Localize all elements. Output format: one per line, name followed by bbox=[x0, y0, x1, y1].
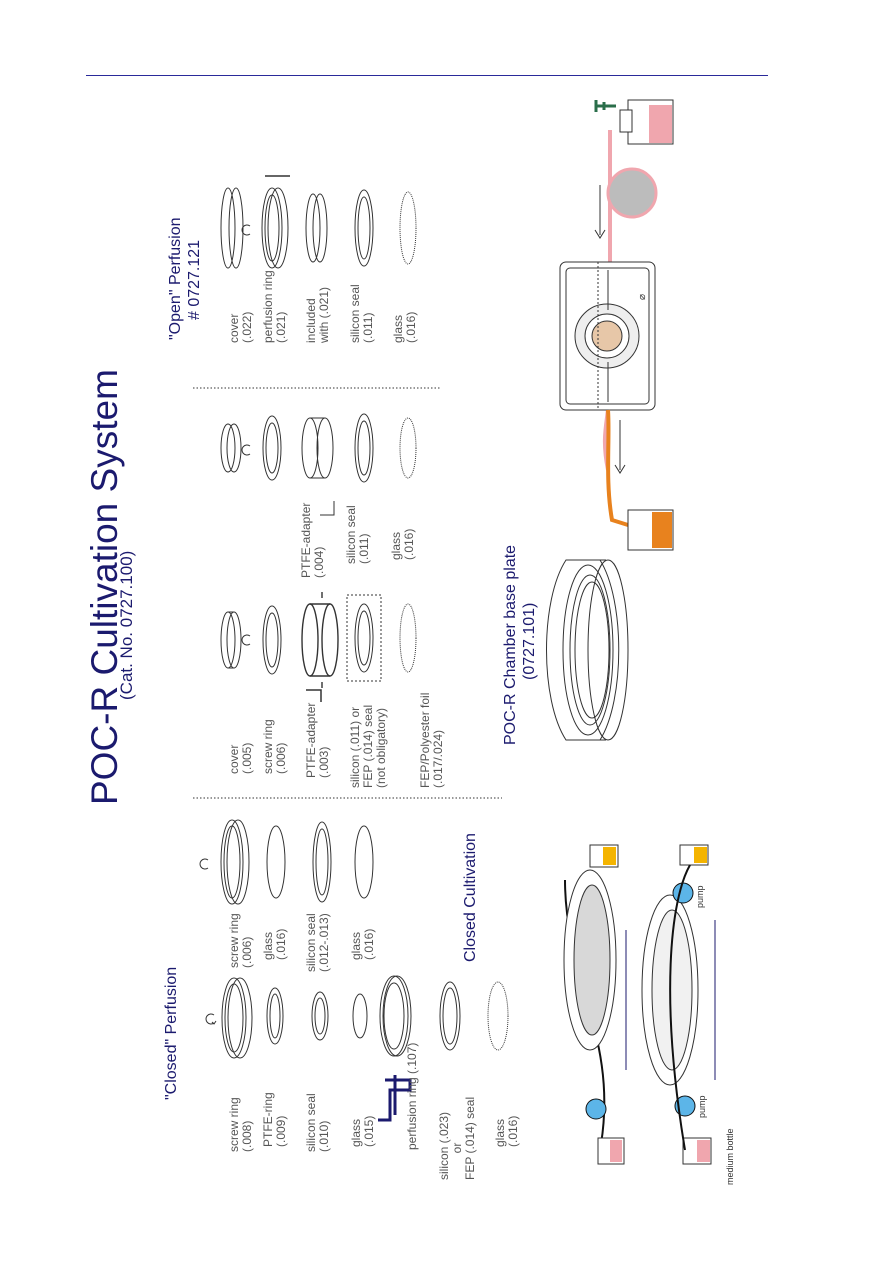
label-silicon-seal-010: silicon seal (.010) bbox=[304, 1093, 331, 1152]
label-silicon-seal-011-open: silicon seal (.011) bbox=[348, 284, 375, 343]
label-perfusion-ring-107: perfusion ring (.107) bbox=[405, 1042, 419, 1150]
optional-seal-box bbox=[346, 594, 382, 682]
seal-011-014-drawing bbox=[354, 603, 374, 673]
label-glass-016-open: glass (.016) bbox=[391, 311, 418, 343]
base-plate-title: POC-R Chamber base plate bbox=[502, 544, 519, 745]
label-seal-011-014: silicon (.011) or FEP (.014) seal (not o… bbox=[348, 704, 388, 788]
label-included-021: included with (.021) bbox=[304, 286, 331, 343]
label-ptfe-adapter-003: PTFE-adapter (.003) bbox=[304, 702, 331, 778]
glass-016-b-drawing bbox=[354, 825, 374, 899]
label-glass-016: glass (.016) bbox=[493, 1115, 520, 1147]
ptfe-column-parts bbox=[220, 413, 417, 516]
silicon-seal-010-drawing bbox=[311, 991, 329, 1041]
middle-column-parts bbox=[220, 592, 417, 702]
ptfe-adapter-003-drawing bbox=[301, 592, 339, 702]
label-glass-016-a: glass (.016) bbox=[261, 928, 288, 960]
screw-ring-006-mid-drawing bbox=[241, 605, 282, 675]
glass-015-drawing bbox=[352, 993, 368, 1039]
glass-016-drawing bbox=[487, 981, 509, 1051]
base-plate-drawing bbox=[546, 559, 629, 741]
label-screw-ring-008: screw ring (.008) bbox=[227, 1097, 254, 1152]
label-ptfe-ring-009: PTFE-ring (.009) bbox=[261, 1092, 288, 1147]
pump-gray bbox=[606, 167, 658, 219]
silicon-seal-023-drawing bbox=[439, 981, 461, 1051]
closed-perfusion-heading: "Closed" Perfusion bbox=[163, 966, 180, 1100]
glass-016-a-drawing bbox=[266, 825, 286, 899]
label-cover-022: cover (.022) bbox=[227, 311, 254, 343]
label-glass-016-b: glass (.016) bbox=[349, 928, 376, 960]
label-pump-bottom: pump bbox=[697, 1095, 707, 1118]
label-pump-top: pump bbox=[695, 885, 705, 908]
closed-cultivation-heading: Closed Cultivation bbox=[462, 833, 479, 962]
closed-cultivation-parts bbox=[199, 819, 374, 905]
closed-cultivation-diagrams bbox=[563, 844, 716, 1165]
label-cover-005: cover (.005) bbox=[227, 742, 254, 774]
ptfe-ring-009-drawing bbox=[266, 987, 284, 1045]
base-plate-number: (0727.101) bbox=[521, 602, 538, 680]
page-subtitle: (Cat. No. 0727.100) bbox=[117, 550, 136, 700]
open-perfusion-flow-diagram bbox=[559, 99, 674, 551]
pump-lower-top bbox=[672, 882, 694, 904]
label-medium-bottle: medium bottle bbox=[725, 1128, 735, 1185]
label-silicon-seal-011: silicon seal (.011) bbox=[344, 505, 371, 564]
label-glass-016-ptfe: glass (.016) bbox=[389, 528, 416, 560]
diameter-symbol: ⌀ bbox=[637, 293, 648, 300]
label-screw-ring-006-mid: screw ring (.006) bbox=[261, 719, 288, 774]
label-silicon-fep-seal: silicon (.023) or FEP (.014) seal bbox=[437, 1096, 477, 1180]
label-perfusion-ring-021: perfusion ring (.021) bbox=[261, 270, 288, 343]
silicon-seal-012-drawing bbox=[312, 821, 332, 903]
label-ptfe-adapter-004: PTFE-adapter (.004) bbox=[299, 502, 326, 578]
open-perfusion-number: # 0727.121 bbox=[186, 239, 203, 320]
header-rule bbox=[86, 75, 768, 76]
foil-017-024-drawing bbox=[399, 603, 417, 673]
label-screw-ring-006: screw ring (.006) bbox=[227, 913, 254, 968]
label-glass-015: glass (.015) bbox=[349, 1115, 376, 1147]
perfusion-ring-107-drawing bbox=[378, 975, 412, 1122]
open-perfusion-parts bbox=[220, 175, 417, 269]
screw-ring-008-drawing bbox=[205, 977, 253, 1059]
label-foil-017-024: FEP/Polyester foil (.017/.024) bbox=[418, 692, 445, 788]
open-perfusion-heading: "Open" Perfusion bbox=[167, 217, 184, 340]
cover-005-drawing bbox=[220, 611, 242, 669]
screw-ring-006-drawing bbox=[199, 819, 250, 905]
pump-upper bbox=[585, 1098, 607, 1120]
label-silicon-seal-012: silicon seal (.012-.013) bbox=[304, 913, 331, 972]
closed-perfusion-parts bbox=[205, 975, 509, 1122]
